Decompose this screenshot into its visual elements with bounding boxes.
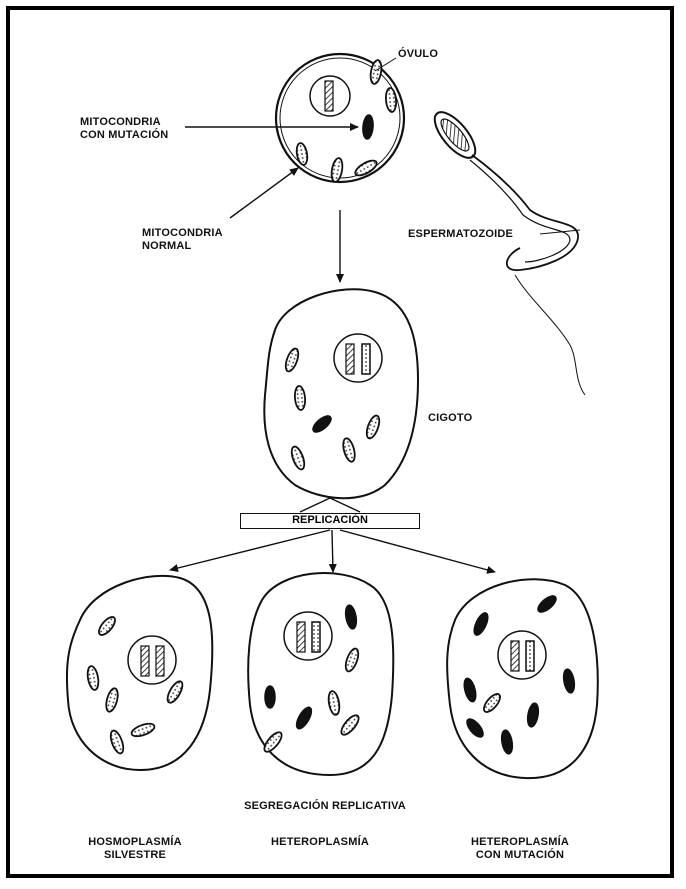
label-ovulo: ÓVULO <box>398 48 438 61</box>
label-mutant-mitochondria: MITOCONDRIA CON MUTACIÓN <box>80 116 168 142</box>
ovum-nucleus <box>310 76 350 116</box>
replication-box: REPLICACIÓN <box>240 513 420 529</box>
normal-mito-pointer <box>230 168 298 218</box>
label-homoplasmy: HOSMOPLASMÍA SILVESTRE <box>70 836 200 862</box>
label-homoplasmy-line1: HOSMOPLASMÍA <box>70 836 200 849</box>
label-mutant-mitochondria-line2: CON MUTACIÓN <box>80 129 168 142</box>
daughter-cell-homoplasmy-wild <box>67 576 212 770</box>
sperm <box>428 106 585 395</box>
daughter-cell-heteroplasmy <box>248 573 393 775</box>
label-normal-mitochondria-line1: MITOCONDRIA <box>142 227 223 240</box>
ovum <box>276 54 404 183</box>
replication-connectors <box>170 498 495 572</box>
label-normal-mitochondria-line2: NORMAL <box>142 240 223 253</box>
zygote-nucleus <box>334 334 382 382</box>
label-normal-mitochondria: MITOCONDRIA NORMAL <box>142 227 223 253</box>
daughter-cell-heteroplasmy-mutant <box>447 579 598 778</box>
label-heteroplasmy-mutant-line1: HETEROPLASMÍA <box>455 836 585 849</box>
label-cigoto: CIGOTO <box>428 412 472 425</box>
label-heteroplasmy: HETEROPLASMÍA <box>255 836 385 849</box>
label-segregacion: SEGREGACIÓN REPLICATIVA <box>220 800 430 813</box>
label-heteroplasmy-mutant-line2: CON MUTACIÓN <box>455 849 585 862</box>
label-homoplasmy-line2: SILVESTRE <box>70 849 200 862</box>
label-mutant-mitochondria-line1: MITOCONDRIA <box>80 116 168 129</box>
zygote <box>264 289 418 498</box>
label-espermatozoide: ESPERMATOZOIDE <box>408 228 513 241</box>
label-heteroplasmy-mutant: HETEROPLASMÍA CON MUTACIÓN <box>455 836 585 862</box>
